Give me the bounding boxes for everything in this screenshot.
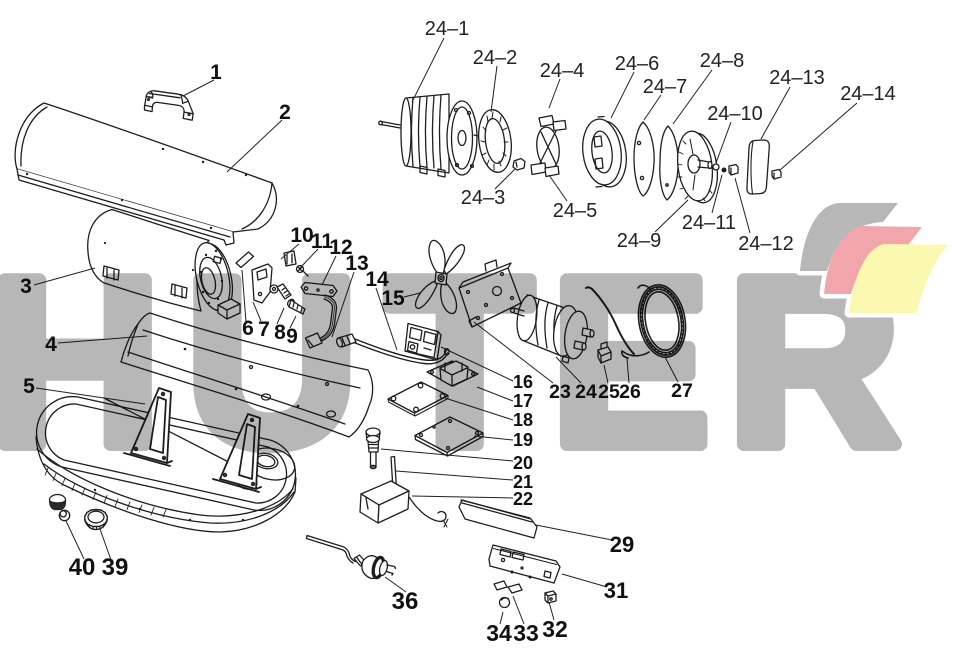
svg-text:32: 32 [542, 616, 568, 642]
svg-text:T: T [387, 230, 532, 495]
svg-text:24–6: 24–6 [615, 53, 660, 75]
svg-text:24–5: 24–5 [553, 200, 598, 222]
svg-text:29: 29 [610, 532, 634, 557]
svg-text:10: 10 [290, 224, 313, 247]
svg-text:8: 8 [274, 321, 286, 344]
svg-text:12: 12 [329, 236, 352, 259]
svg-text:24–13: 24–13 [769, 67, 825, 89]
svg-text:24–12: 24–12 [738, 233, 794, 255]
svg-text:27: 27 [671, 380, 693, 402]
svg-text:24–3: 24–3 [461, 187, 506, 209]
svg-text:24–4: 24–4 [540, 60, 585, 82]
svg-text:24–9: 24–9 [617, 230, 662, 252]
svg-text:16: 16 [513, 372, 533, 392]
svg-text:17: 17 [513, 391, 533, 411]
svg-text:24–7: 24–7 [643, 76, 688, 98]
svg-text:U: U [186, 230, 358, 495]
svg-text:3: 3 [20, 275, 32, 298]
svg-text:20: 20 [513, 453, 533, 473]
svg-text:24: 24 [575, 381, 597, 403]
svg-text:7: 7 [258, 318, 270, 341]
svg-text:24–2: 24–2 [473, 47, 518, 69]
svg-text:H: H [0, 230, 161, 495]
svg-text:24–14: 24–14 [840, 83, 896, 105]
svg-text:6: 6 [242, 317, 254, 340]
svg-text:33: 33 [513, 620, 539, 646]
svg-text:13: 13 [345, 252, 368, 275]
svg-text:1: 1 [210, 61, 222, 84]
svg-text:24–1: 24–1 [425, 18, 470, 40]
svg-text:21: 21 [513, 472, 533, 492]
svg-text:34: 34 [486, 620, 512, 646]
svg-text:2: 2 [279, 101, 291, 124]
svg-text:23: 23 [549, 381, 571, 403]
svg-text:31: 31 [604, 578, 628, 603]
svg-text:25: 25 [598, 381, 620, 403]
svg-text:24–11: 24–11 [682, 212, 736, 234]
svg-text:9: 9 [286, 325, 298, 348]
svg-text:14: 14 [365, 268, 389, 291]
svg-text:26: 26 [619, 381, 641, 403]
svg-text:19: 19 [513, 430, 533, 450]
svg-text:24–8: 24–8 [700, 50, 745, 72]
svg-text:15: 15 [381, 287, 405, 310]
svg-text:E: E [551, 230, 710, 495]
svg-text:24–10: 24–10 [707, 103, 763, 125]
svg-text:39: 39 [102, 554, 129, 581]
svg-text:40: 40 [69, 554, 96, 581]
svg-text:4: 4 [45, 333, 57, 356]
svg-text:5: 5 [23, 375, 35, 398]
svg-text:36: 36 [392, 588, 419, 615]
svg-text:11: 11 [311, 230, 334, 253]
svg-text:18: 18 [513, 410, 533, 430]
svg-text:22: 22 [513, 489, 533, 509]
